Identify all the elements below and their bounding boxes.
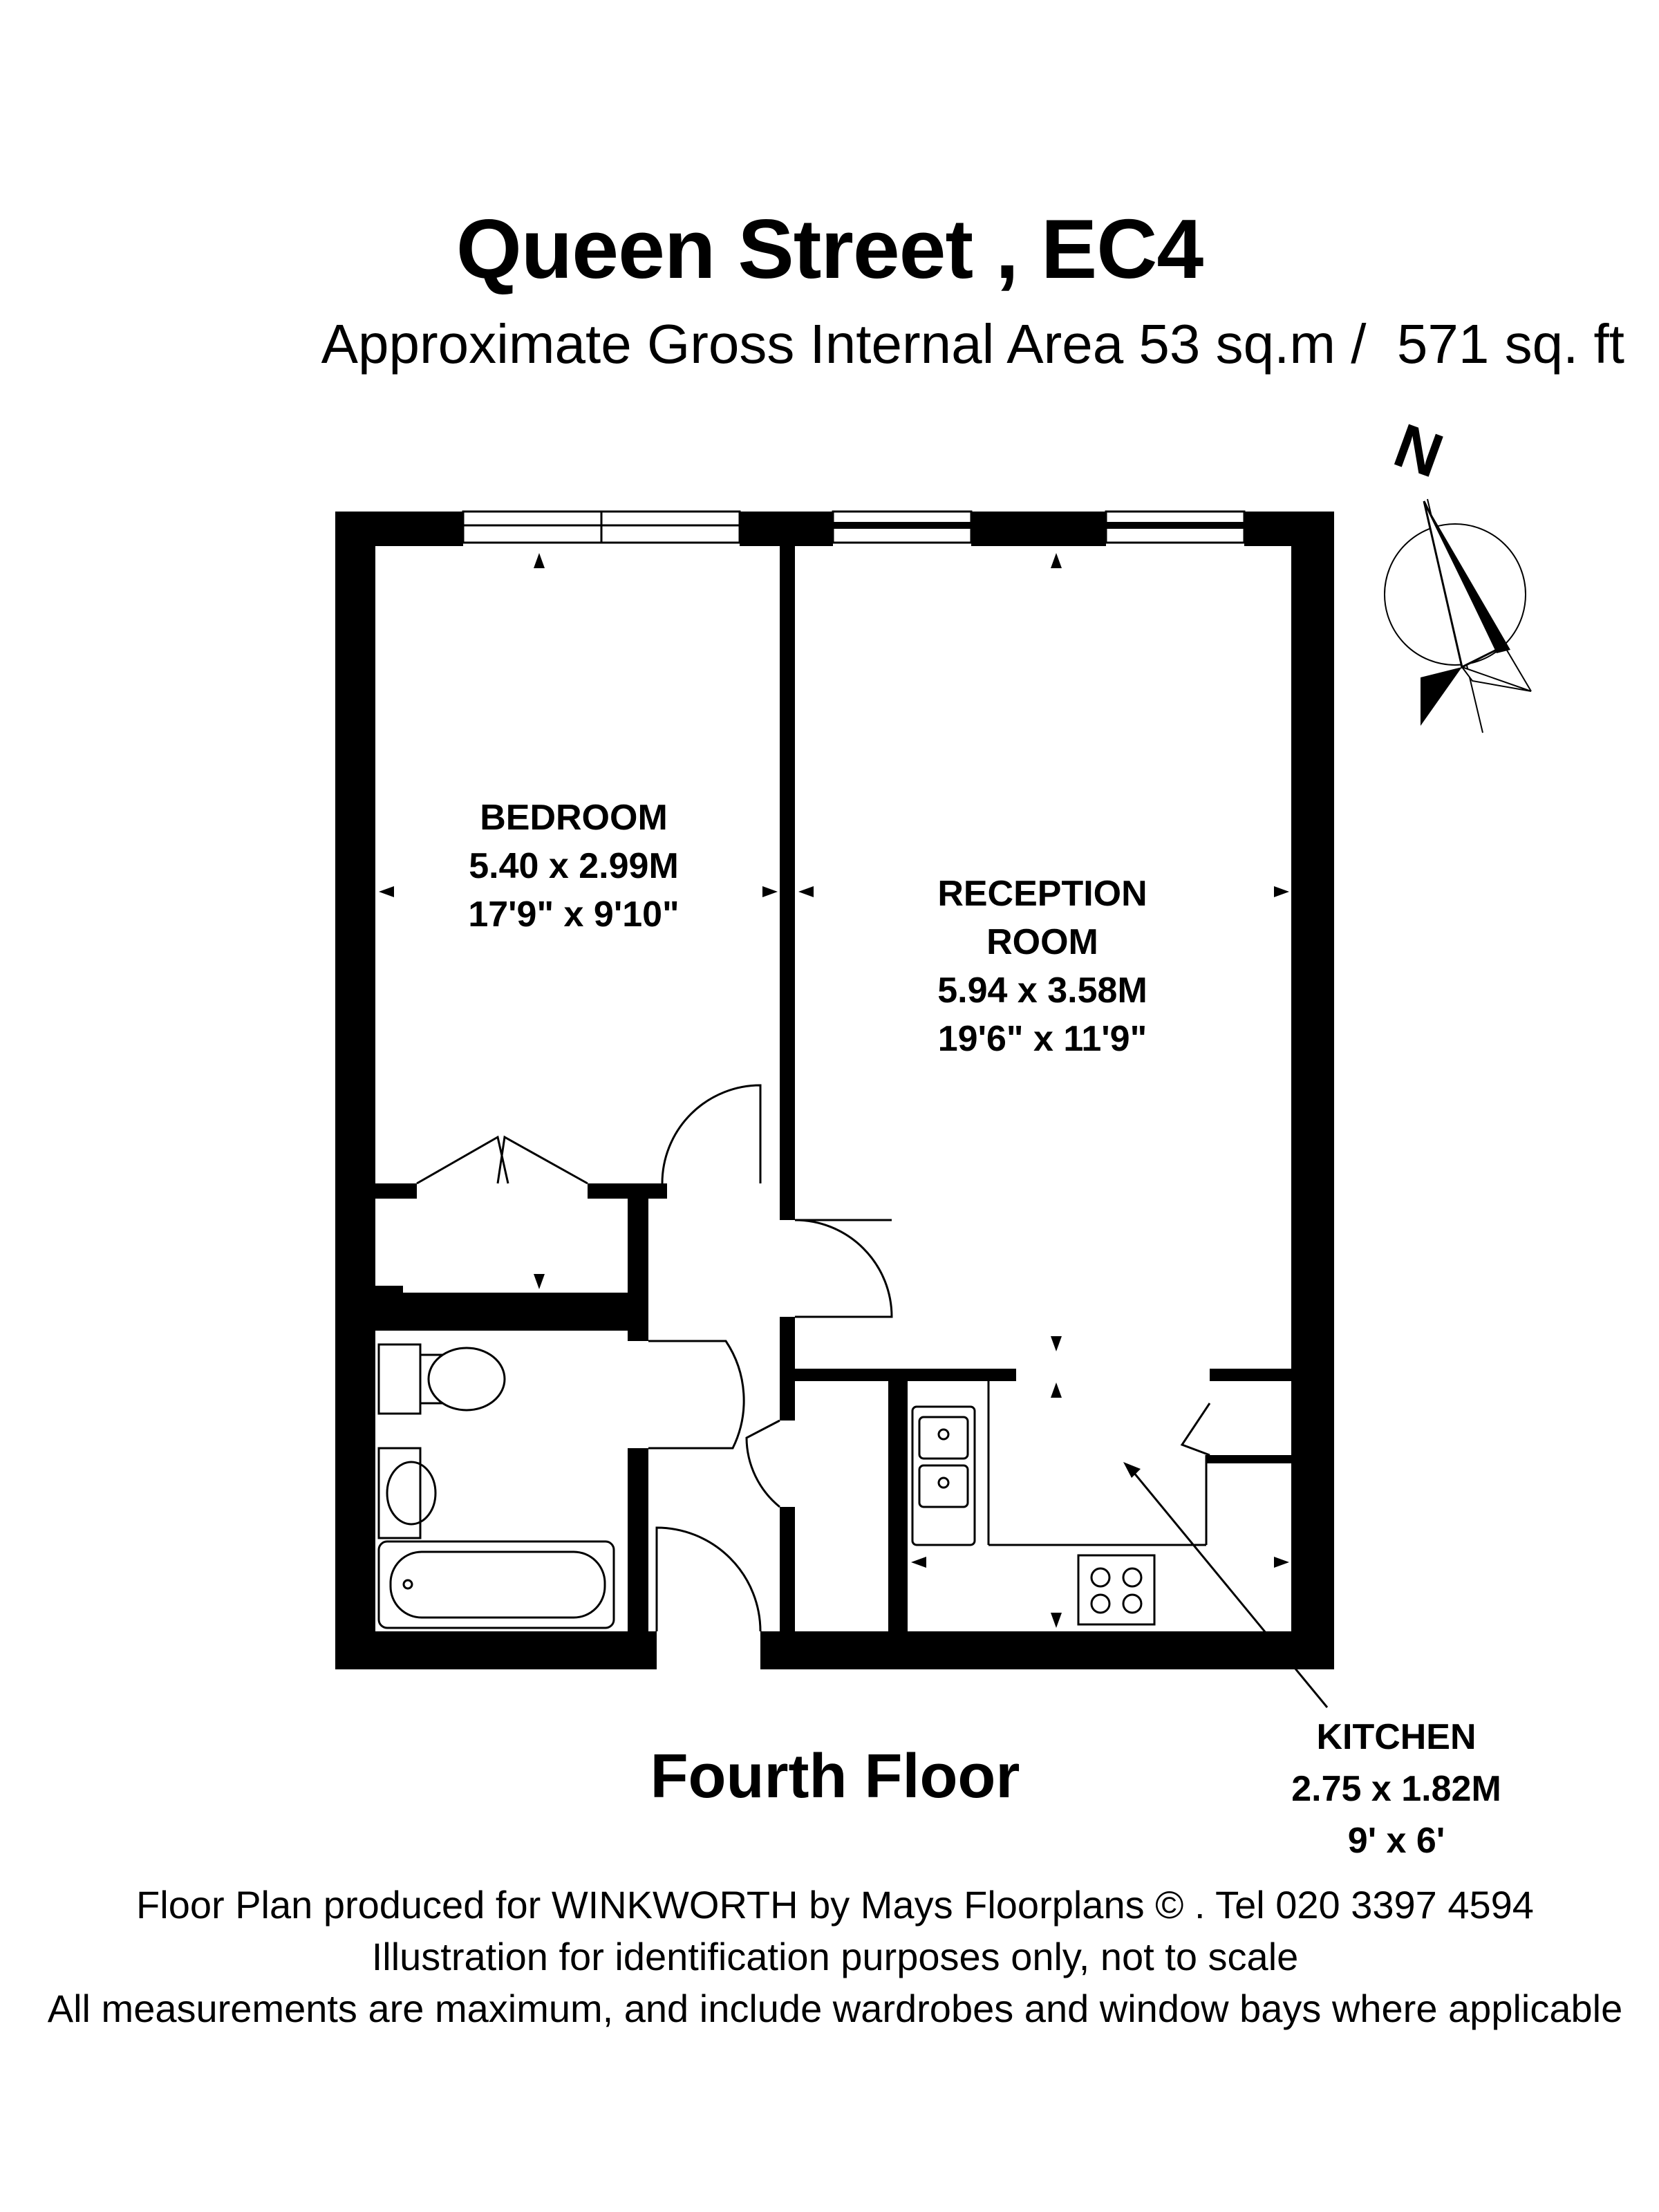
dimension-markers	[379, 553, 1289, 1628]
reception-metric: 5.94 x 3.58M	[937, 971, 1147, 1011]
walls	[335, 512, 1334, 1669]
kitchen-metric: 2.75 x 1.82M	[1291, 1769, 1501, 1809]
bedroom-label: BEDROOM	[480, 798, 668, 838]
floor-label: Fourth Floor	[650, 1742, 1020, 1811]
compass-north-label: N	[1385, 411, 1451, 491]
reception-label-1: RECEPTION	[937, 874, 1147, 914]
reception-imperial: 19'6" x 11'9"	[938, 1019, 1147, 1059]
kitchen-imperial: 9' x 6'	[1348, 1821, 1445, 1861]
kitchen-leader	[1123, 1462, 1329, 1708]
footer-credit: Floor Plan produced for WINKWORTH by May…	[136, 1883, 1534, 1927]
north-compass-icon: N	[1384, 411, 1532, 733]
footer-disclaimer: Illustration for identification purposes…	[372, 1935, 1299, 1978]
footer-measurements: All measurements are maximum, and includ…	[48, 1987, 1622, 2030]
kitchen-fittings	[911, 1381, 1208, 1626]
kitchen-label: KITCHEN	[1316, 1717, 1476, 1757]
bathroom-fittings	[377, 1343, 615, 1629]
doors	[416, 1084, 1211, 1632]
windows	[462, 510, 1246, 546]
reception-label-2: ROOM	[986, 922, 1098, 962]
bedroom-metric: 5.40 x 2.99M	[469, 846, 679, 886]
plan-title: Queen Street , EC4	[456, 202, 1203, 296]
area-text: Approximate Gross Internal Area 53 sq.m …	[321, 313, 1624, 375]
bedroom-imperial: 17'9" x 9'10"	[468, 894, 679, 935]
